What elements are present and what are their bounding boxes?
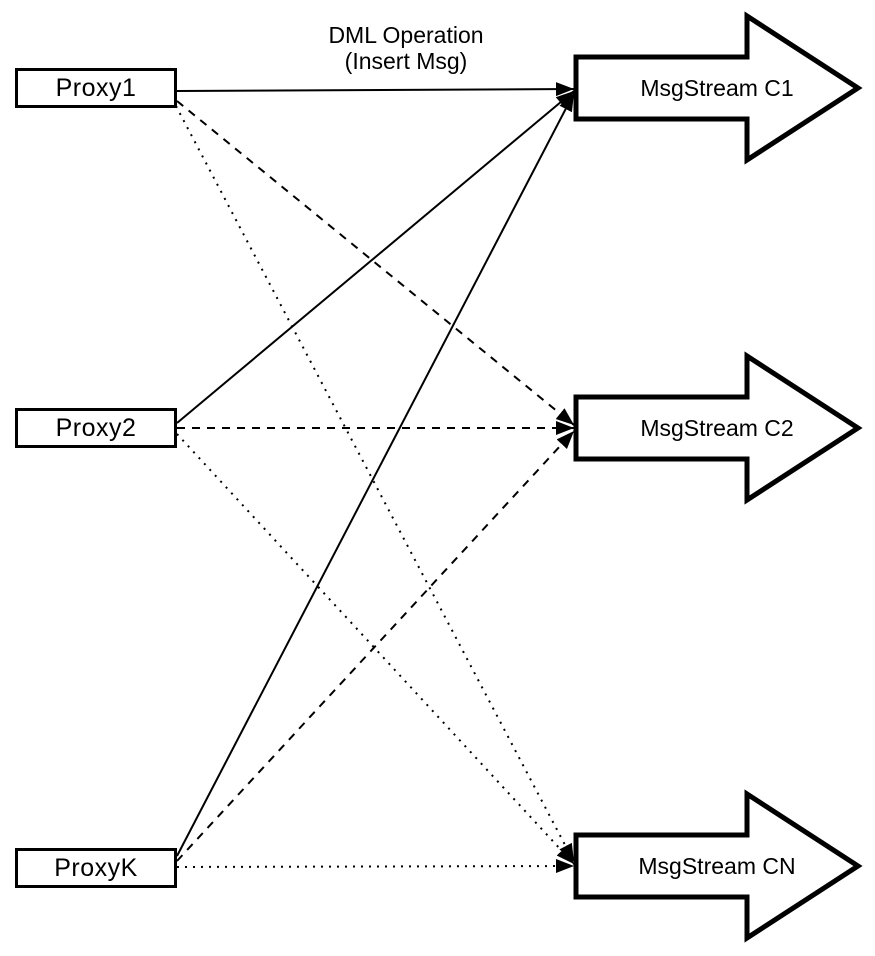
- connector-proxyk-to-c2: [176, 430, 575, 862]
- msgstream-c1-arrow-shape: [573, 11, 863, 165]
- proxy1-label: Proxy1: [55, 73, 137, 102]
- connector-proxyk-to-cn: [176, 859, 575, 874]
- proxyk-node: ProxyK: [15, 848, 177, 888]
- connector-proxy2-to-cn: [176, 433, 575, 865]
- connector-proxyk-to-c1: [176, 92, 575, 857]
- msgstream-cn-arrow-shape: [573, 789, 863, 943]
- connector-proxy1-to-c2: [176, 100, 575, 426]
- dml-operation-note-line2: (Insert Msg): [344, 48, 468, 74]
- msgstream-c2-arrow-shape: [573, 351, 863, 505]
- dml-operation-note-line1: DML Operation: [328, 22, 484, 48]
- connector-proxy2-to-c1: [176, 90, 575, 424]
- proxy2-node: Proxy2: [15, 408, 177, 448]
- proxyk-label: ProxyK: [54, 853, 138, 882]
- connector-proxy1-to-c1: [176, 82, 575, 97]
- proxy1-node: Proxy1: [15, 68, 177, 108]
- proxy2-label: Proxy2: [55, 413, 137, 442]
- connector-proxy1-to-cn: [175, 105, 575, 863]
- dml-operation-note: DML Operation (Insert Msg): [256, 22, 556, 74]
